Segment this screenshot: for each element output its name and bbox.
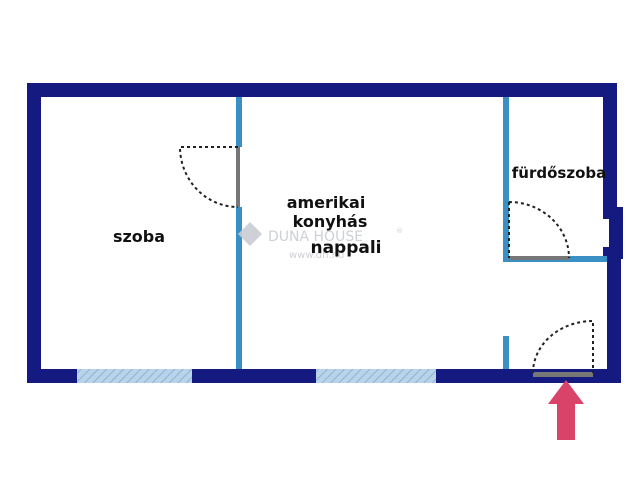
window-bedroom xyxy=(77,369,192,383)
entrance-arrow-icon xyxy=(548,380,584,440)
bathroom-wall-left xyxy=(503,97,509,261)
door-entrance xyxy=(532,319,594,377)
entry-wall-stub xyxy=(503,336,509,369)
door-leaf xyxy=(236,147,240,207)
door-leaf xyxy=(509,256,569,260)
bedroom-wall-upper xyxy=(236,97,242,147)
room-label-bathroom: fürdőszoba xyxy=(512,164,606,182)
duna-house-logo-icon xyxy=(238,222,262,246)
door-bathroom xyxy=(508,201,570,260)
watermark: DUNA HOUSE ® www.dh.hu xyxy=(238,222,403,261)
bedroom-wall-lower xyxy=(236,207,242,369)
right-wall-lower xyxy=(607,247,621,383)
watermark-brand: DUNA HOUSE xyxy=(268,229,363,245)
window-living xyxy=(316,369,436,383)
right-wall-notch-side xyxy=(609,207,623,255)
watermark-registered: ® xyxy=(396,227,403,235)
room-label-bedroom: szoba xyxy=(113,227,165,246)
room-label-living-line2: konyhás xyxy=(293,212,368,231)
watermark-url: www.dh.hu xyxy=(289,250,344,261)
room-label-living-line1: amerikai xyxy=(287,193,366,212)
right-wall-upper xyxy=(603,83,617,207)
door-swing xyxy=(178,146,239,208)
door-swing xyxy=(532,319,594,374)
door-leaf xyxy=(533,372,593,377)
door-swing xyxy=(508,201,570,259)
door-bedroom xyxy=(178,146,240,208)
room-label-living-line3: nappali xyxy=(310,238,381,258)
top-wall xyxy=(27,83,617,97)
left-wall xyxy=(27,83,41,383)
